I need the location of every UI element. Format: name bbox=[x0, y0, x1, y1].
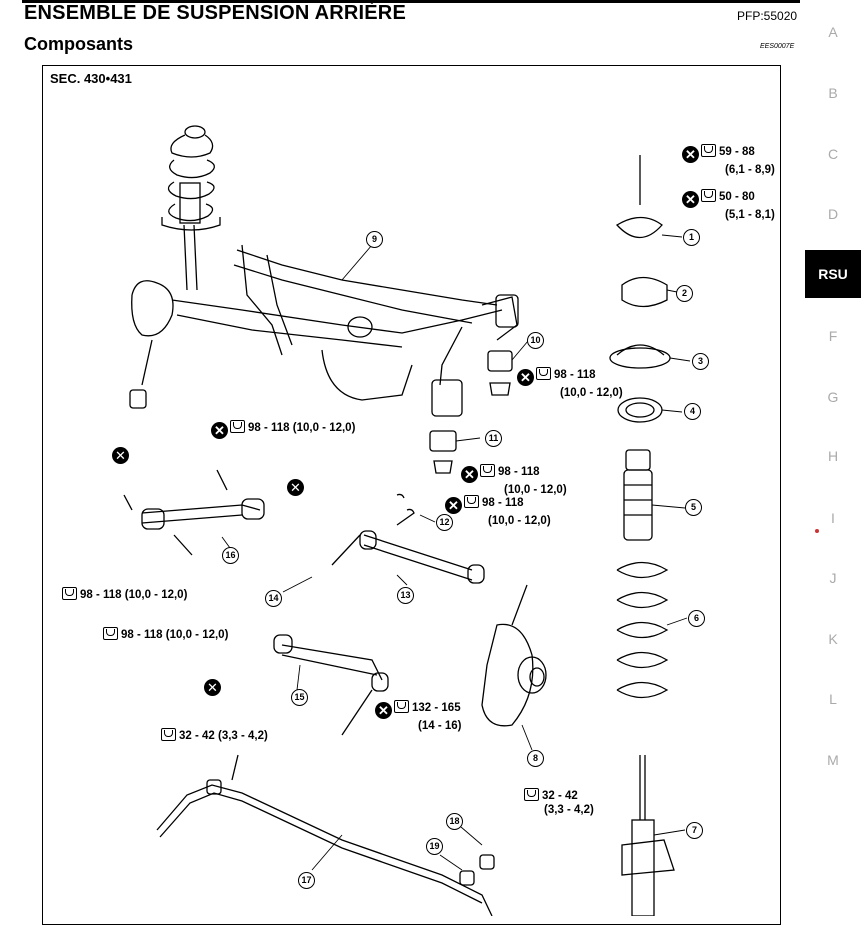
no-reuse-icon: ✕ bbox=[287, 479, 304, 496]
torque-wrench-icon bbox=[62, 587, 77, 600]
callout-10: 10 bbox=[527, 332, 544, 349]
torque-wrench-icon bbox=[464, 495, 479, 508]
leader-lines bbox=[221, 234, 691, 871]
figure-ref: EES0007E bbox=[760, 43, 795, 50]
side-marker-dot bbox=[815, 529, 819, 533]
no-reuse-icon: ✕ bbox=[211, 422, 228, 439]
section-title: Composants bbox=[24, 34, 134, 54]
callout-7: 7 bbox=[686, 822, 703, 839]
top-rule bbox=[22, 0, 800, 3]
side-tab-f[interactable]: F bbox=[828, 328, 838, 344]
side-tab-c[interactable]: C bbox=[827, 146, 839, 162]
callout-6: 6 bbox=[688, 610, 705, 627]
suspension-drawing bbox=[123, 125, 691, 916]
callout-17: 17 bbox=[298, 872, 315, 889]
callout-2: 2 bbox=[676, 285, 693, 302]
left-strut bbox=[161, 125, 221, 291]
callout-18: 18 bbox=[446, 813, 463, 830]
side-tab-l[interactable]: L bbox=[829, 691, 837, 707]
callout-16: 16 bbox=[222, 547, 239, 564]
stabilizer-bar bbox=[156, 754, 495, 916]
no-reuse-icon: ✕ bbox=[682, 146, 699, 163]
callout-3: 3 bbox=[692, 353, 709, 370]
subframe bbox=[129, 244, 519, 417]
no-reuse-icon: ✕ bbox=[204, 679, 221, 696]
side-tab-g[interactable]: G bbox=[827, 389, 839, 405]
torque-spec: ✕98 - 118 (10,0 - 12,0) bbox=[461, 464, 567, 497]
callout-1: 1 bbox=[683, 229, 700, 246]
torque-wrench-icon bbox=[701, 189, 716, 202]
torque-wrench-icon bbox=[536, 367, 551, 380]
strut-parts bbox=[609, 155, 675, 916]
side-tab-m[interactable]: M bbox=[827, 752, 839, 768]
callout-12: 12 bbox=[436, 514, 453, 531]
side-tab-h[interactable]: H bbox=[827, 448, 839, 464]
torque-wrench-icon bbox=[103, 627, 118, 640]
callout-9: 9 bbox=[366, 231, 383, 248]
side-tab-k[interactable]: K bbox=[828, 631, 838, 647]
torque-spec: 32 - 42 (3,3 - 4,2) bbox=[161, 728, 268, 743]
callout-8: 8 bbox=[527, 750, 544, 767]
torque-wrench-icon bbox=[394, 700, 409, 713]
no-reuse-icon: ✕ bbox=[517, 369, 534, 386]
callout-14: 14 bbox=[265, 590, 282, 607]
torque-spec: ✕59 - 88 (6,1 - 8,9) bbox=[682, 144, 775, 177]
torque-spec: 32 - 42 (3,3 - 4,2) bbox=[524, 788, 594, 817]
callout-5: 5 bbox=[685, 499, 702, 516]
torque-spec: 98 - 118 (10,0 - 12,0) bbox=[103, 627, 228, 642]
torque-spec: ✕98 - 118 (10,0 - 12,0) bbox=[211, 420, 355, 439]
sec-label: SEC. 430•431 bbox=[50, 71, 132, 86]
torque-wrench-icon bbox=[230, 420, 245, 433]
callout-13: 13 bbox=[397, 587, 414, 604]
side-tab-j[interactable]: J bbox=[829, 570, 837, 586]
no-reuse-icon: ✕ bbox=[445, 497, 462, 514]
knuckle bbox=[481, 584, 547, 727]
callout-11: 11 bbox=[485, 430, 502, 447]
no-reuse-icon: ✕ bbox=[682, 191, 699, 208]
side-tab-b[interactable]: B bbox=[828, 85, 838, 101]
torque-spec: ✕50 - 80 (5,1 - 8,1) bbox=[682, 189, 775, 222]
torque-wrench-icon bbox=[161, 728, 176, 741]
callout-19: 19 bbox=[426, 838, 443, 855]
torque-wrench-icon bbox=[480, 464, 495, 477]
torque-spec: ✕132 - 165 (14 - 16) bbox=[375, 700, 461, 733]
callout-15: 15 bbox=[291, 689, 308, 706]
torque-spec: ✕98 - 118 (10,0 - 12,0) bbox=[445, 495, 551, 528]
links bbox=[123, 469, 485, 736]
page-title: ENSEMBLE DE SUSPENSION ARRIÈRE bbox=[24, 2, 406, 24]
side-tab-i[interactable]: I bbox=[831, 510, 835, 526]
bushings bbox=[429, 350, 513, 474]
no-reuse-icon: ✕ bbox=[112, 447, 129, 464]
pfp-code: PFP:55020 bbox=[737, 9, 798, 23]
torque-spec: ✕98 - 118 (10,0 - 12,0) bbox=[517, 367, 623, 400]
callout-4: 4 bbox=[684, 403, 701, 420]
side-tab-d[interactable]: D bbox=[827, 206, 839, 222]
torque-wrench-icon bbox=[701, 144, 716, 157]
no-reuse-icon: ✕ bbox=[375, 702, 392, 719]
side-tab-rsu[interactable]: RSU bbox=[805, 250, 861, 298]
no-reuse-icon: ✕ bbox=[461, 466, 478, 483]
torque-wrench-icon bbox=[524, 788, 539, 801]
torque-spec: 98 - 118 (10,0 - 12,0) bbox=[62, 587, 187, 602]
side-tab-a[interactable]: A bbox=[828, 24, 838, 40]
